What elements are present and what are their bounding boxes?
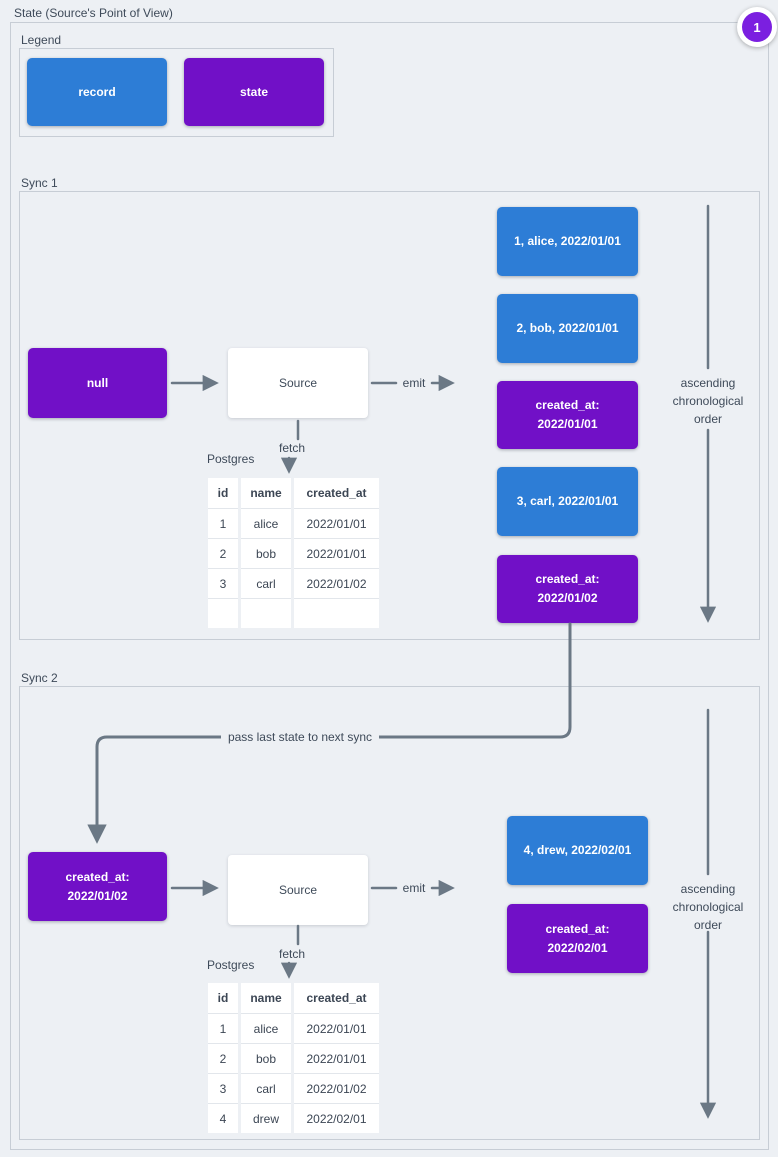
- cell: 2022/01/01: [294, 1014, 379, 1044]
- sync1-postgres-table: id name created_at 1 alice 2022/01/01 2 …: [205, 478, 382, 628]
- legend-frame: [19, 48, 334, 137]
- cell: 2022/01/01: [294, 539, 379, 569]
- cell: alice: [241, 509, 291, 539]
- sync2-emit-label: emit: [402, 881, 426, 895]
- emitted-state-box: created_at: 2022/01/01: [497, 381, 638, 449]
- cell: carl: [241, 569, 291, 599]
- cell: 2022/01/02: [294, 569, 379, 599]
- outer-frame: [10, 22, 769, 1150]
- cell: [294, 599, 379, 628]
- cell: 2022/01/01: [294, 1044, 379, 1074]
- sync1-input-state-box: null: [28, 348, 167, 418]
- cell: [241, 599, 291, 628]
- emitted-record-box: 3, carl, 2022/01/01: [497, 467, 638, 536]
- emitted-record-box: 1, alice, 2022/01/01: [497, 207, 638, 276]
- cell: 3: [208, 1074, 238, 1104]
- sync2-source-box: Source: [228, 855, 368, 925]
- table-row: 1 alice 2022/01/01: [208, 1014, 379, 1044]
- emitted-record-box: 4, drew, 2022/02/01: [507, 816, 648, 885]
- sync2-postgres-table: id name created_at 1 alice 2022/01/01 2 …: [205, 983, 382, 1133]
- col-header-name: name: [241, 983, 291, 1014]
- cell: 1: [208, 1014, 238, 1044]
- table-row: 3 carl 2022/01/02: [208, 569, 379, 599]
- cell: bob: [241, 539, 291, 569]
- col-header-name: name: [241, 478, 291, 509]
- col-header-id: id: [208, 983, 238, 1014]
- sync2-postgres-label: Postgres: [207, 958, 255, 972]
- cell: 2: [208, 1044, 238, 1074]
- cell: 1: [208, 509, 238, 539]
- table-row: 2 bob 2022/01/01: [208, 539, 379, 569]
- cell: 2: [208, 539, 238, 569]
- cell: drew: [241, 1104, 291, 1133]
- cell: 3: [208, 569, 238, 599]
- cell: 2022/01/01: [294, 509, 379, 539]
- cell: 2022/01/02: [294, 1074, 379, 1104]
- legend-state-swatch: state: [184, 58, 324, 126]
- cell: bob: [241, 1044, 291, 1074]
- legend-record-swatch: record: [27, 58, 167, 126]
- sync2-label: Sync 2: [21, 671, 58, 685]
- annotation-badge[interactable]: 1: [737, 7, 777, 47]
- sync1-emit-label: emit: [402, 376, 426, 390]
- legend-label: Legend: [21, 33, 62, 47]
- emitted-record-box: 2, bob, 2022/01/01: [497, 294, 638, 363]
- sync1-label: Sync 1: [21, 176, 58, 190]
- table-header-row: id name created_at: [208, 983, 379, 1014]
- sync1-source-box: Source: [228, 348, 368, 418]
- emitted-state-box: created_at: 2022/01/02: [497, 555, 638, 623]
- sync2-input-state-box: created_at: 2022/01/02: [28, 852, 167, 921]
- table-row: 1 alice 2022/01/01: [208, 509, 379, 539]
- pass-state-label: pass last state to next sync: [221, 730, 379, 744]
- table-row-empty: [208, 599, 379, 628]
- col-header-created-at: created_at: [294, 983, 379, 1014]
- sync2-order-note: ascending chronological order: [672, 882, 744, 932]
- table-row: 4 drew 2022/02/01: [208, 1104, 379, 1133]
- sync2-fetch-label: fetch: [278, 947, 305, 961]
- table-row: 2 bob 2022/01/01: [208, 1044, 379, 1074]
- annotation-badge-number: 1: [742, 12, 772, 42]
- cell: alice: [241, 1014, 291, 1044]
- table-row: 3 carl 2022/01/02: [208, 1074, 379, 1104]
- cell: carl: [241, 1074, 291, 1104]
- cell: 4: [208, 1104, 238, 1133]
- cell: 2022/02/01: [294, 1104, 379, 1133]
- table-header-row: id name created_at: [208, 478, 379, 509]
- col-header-id: id: [208, 478, 238, 509]
- sync1-postgres-label: Postgres: [207, 452, 255, 466]
- col-header-created-at: created_at: [294, 478, 379, 509]
- cell: [208, 599, 238, 628]
- sync1-fetch-label: fetch: [278, 441, 305, 455]
- sync1-order-note: ascending chronological order: [672, 376, 744, 426]
- page-title: State (Source's Point of View): [14, 6, 173, 20]
- emitted-state-box: created_at: 2022/02/01: [507, 904, 648, 973]
